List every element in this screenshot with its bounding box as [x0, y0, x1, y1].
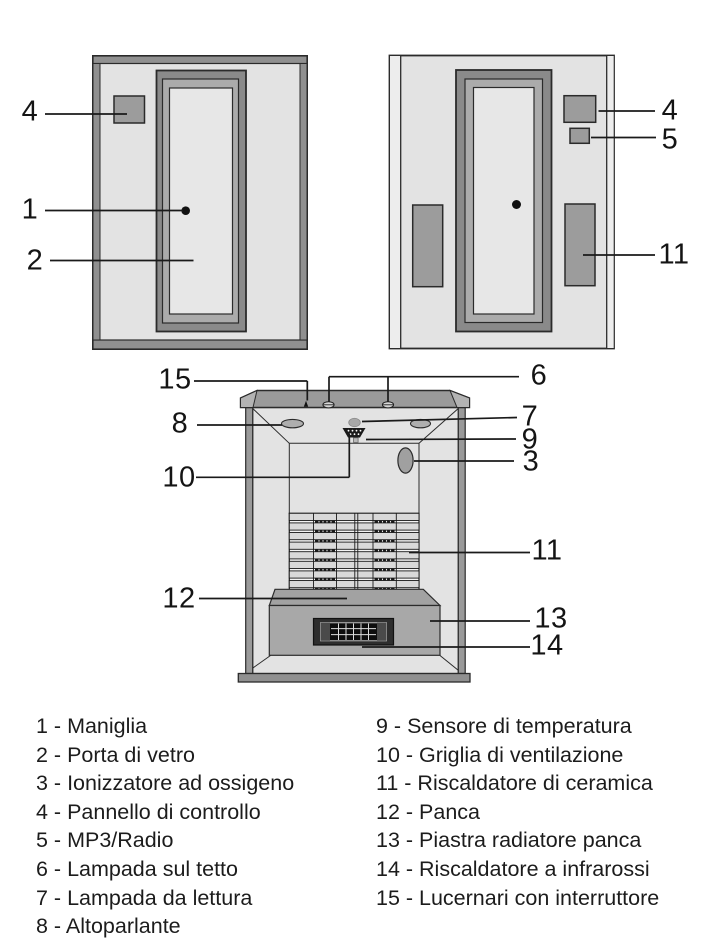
reading-lamp	[348, 417, 361, 428]
cabin-left-edge-panel	[390, 56, 401, 348]
legend-item-13: 13 - Piastra radiatore panca	[376, 828, 642, 853]
cabin-right-strip	[299, 63, 308, 341]
callout-interior-6: 6	[530, 359, 548, 392]
callout-front-2: 2	[26, 244, 44, 277]
callout-interior-12: 12	[162, 582, 196, 615]
base-strip	[237, 672, 471, 683]
callout-front-1: 1	[21, 193, 39, 226]
legend-item-15: 15 - Lucernari con interruttore	[376, 885, 660, 910]
legend-column-right: 9 - Sensore di temperatura 10 - Griglia …	[376, 712, 659, 912]
legend-item-7: 7 - Lampada da lettura	[36, 885, 253, 910]
legend-item-14: 14 - Riscaldatore a infrarossi	[376, 856, 650, 881]
door-handle-dot	[181, 206, 190, 215]
legend-item-11: 11 - Riscaldatore di ceramica	[376, 771, 653, 796]
cabin-left-strip	[92, 63, 101, 341]
callout-back-11: 11	[658, 238, 690, 271]
callout-front-4: 4	[21, 95, 39, 128]
control-panel	[563, 94, 597, 124]
callout-interior-8: 8	[171, 407, 189, 440]
callout-interior-3: 3	[522, 445, 540, 478]
heater-slats	[288, 512, 420, 589]
callout-interior-7: 7	[521, 400, 539, 433]
bench-top	[268, 588, 442, 607]
callout-back-4: 4	[661, 94, 679, 127]
legend-item-6: 6 - Lampada sul tetto	[36, 856, 238, 881]
wall-left	[245, 406, 254, 675]
callout-lines	[45, 110, 656, 648]
ceramic-heater-right	[564, 203, 596, 287]
legend-item-5: 5 - MP3/Radio	[36, 828, 174, 853]
door-handle-dot	[512, 200, 521, 209]
skylight-switch	[303, 400, 309, 407]
cabin-bottom-strip	[92, 339, 308, 350]
cabin-top-strip	[92, 55, 308, 65]
infrared-heater-grille	[312, 617, 395, 646]
oxygen-ionizer	[397, 447, 414, 474]
legend-item-10: 10 - Griglia di ventilazione	[376, 742, 624, 767]
callout-interior-15: 15	[158, 363, 192, 396]
callout-back-5: 5	[661, 123, 679, 156]
door-glass	[168, 87, 234, 315]
callout-interior-10: 10	[162, 461, 196, 494]
mp3-radio-unit	[569, 127, 591, 145]
wall-right	[457, 406, 466, 675]
ceramic-heater-panel	[288, 512, 420, 591]
cabin-right-edge-panel	[606, 56, 614, 348]
roof	[239, 389, 471, 409]
legend-item-4: 4 - Pannello di controllo	[36, 799, 261, 824]
speaker-left	[280, 418, 305, 429]
ceramic-heater-left	[411, 204, 444, 288]
interior-view	[237, 389, 471, 683]
legend-column-left: 1 - Maniglia 2 - Porta di vetro 3 - Ioni…	[36, 712, 294, 941]
callout-interior-14: 14	[530, 629, 564, 662]
roof-lamp	[322, 401, 335, 409]
legend-item-12: 12 - Panca	[376, 799, 480, 824]
temperature-sensor	[353, 437, 359, 443]
control-panel	[113, 95, 146, 124]
roof-lamp	[381, 401, 395, 409]
legend-item-9: 9 - Sensore di temperatura	[376, 714, 632, 738]
callout-interior-11: 11	[531, 534, 563, 567]
back-exterior-view	[388, 54, 615, 350]
ventilation-grille-holes	[347, 429, 362, 436]
door-glass	[472, 86, 535, 315]
legend-item-8: 8 - Altoparlante	[36, 914, 181, 939]
front-exterior-view	[92, 55, 308, 350]
callout-interior-9: 9	[521, 423, 539, 456]
legend-item-2: 2 - Porta di vetro	[36, 742, 195, 767]
legend-item-1: 1 - Maniglia	[36, 714, 148, 738]
callout-interior-13: 13	[534, 602, 568, 635]
legend-item-3: 3 - Ionizzatore ad ossigeno	[36, 771, 295, 796]
